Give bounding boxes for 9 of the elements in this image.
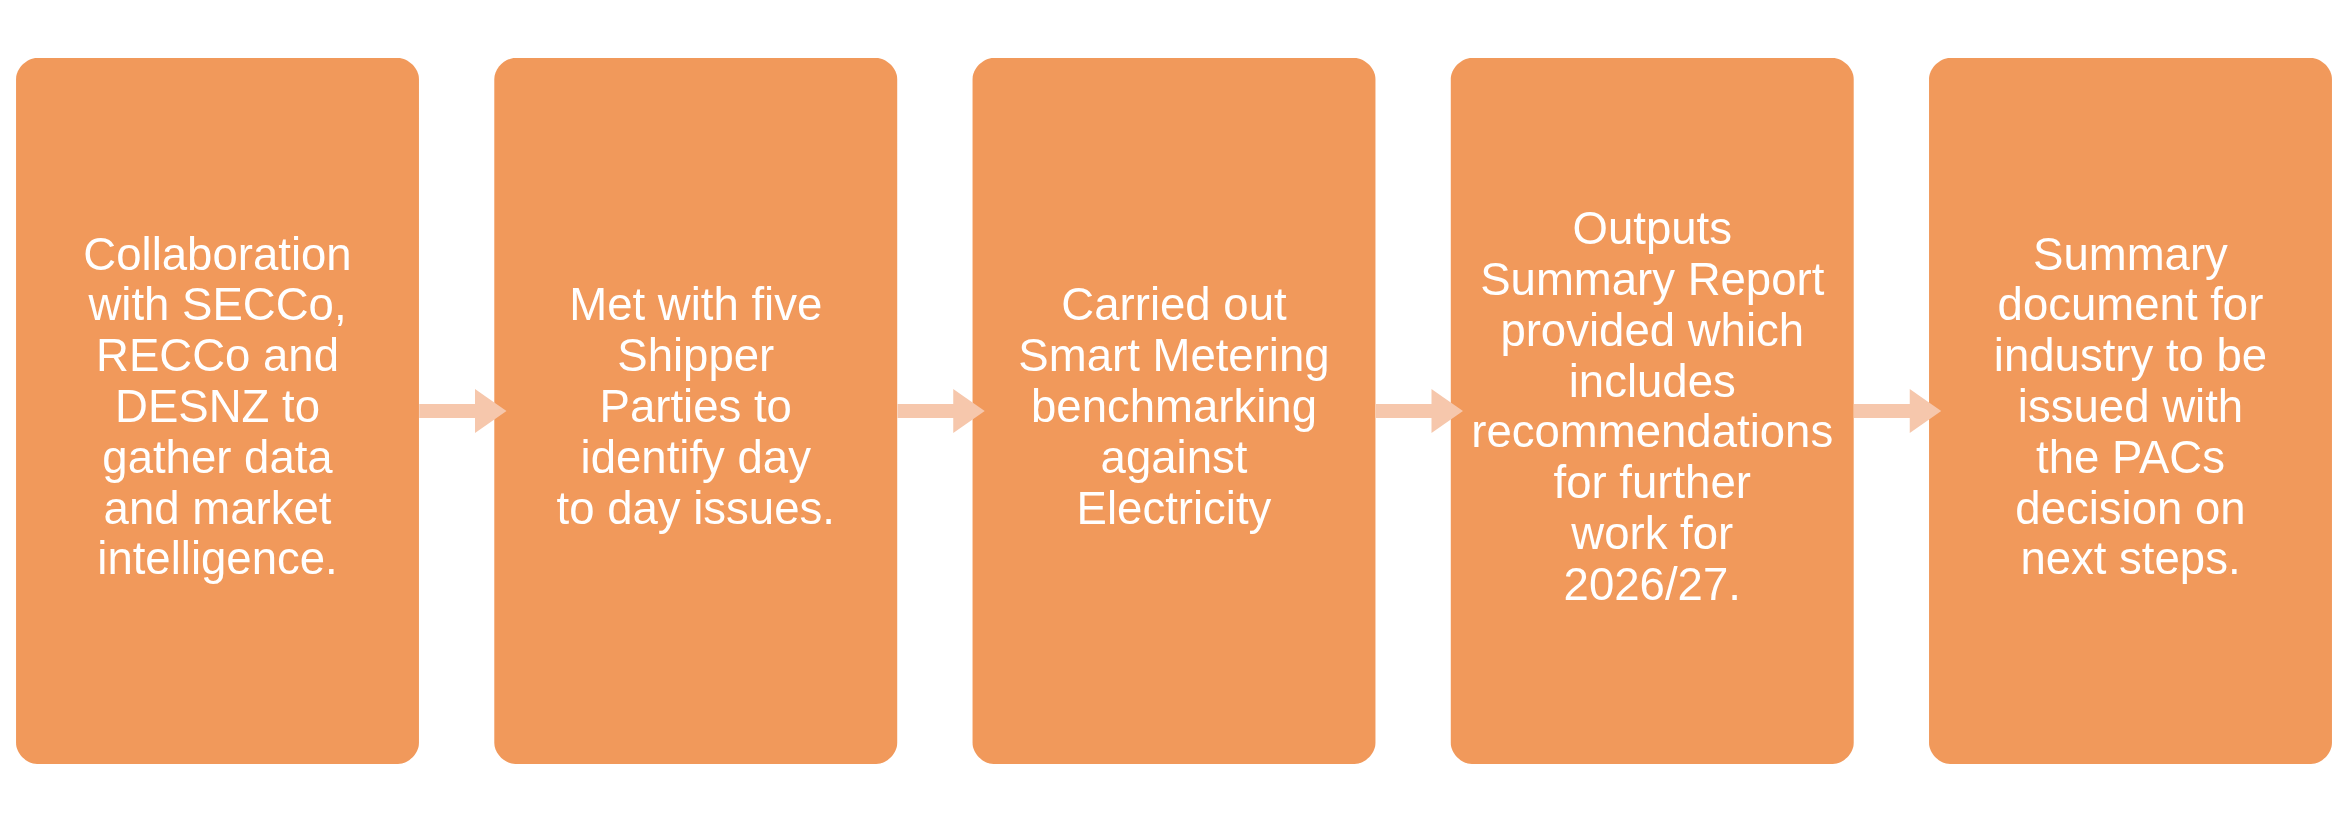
- arrow: [1853, 388, 1942, 433]
- node-box: Summary document for industry to be issued with the PACs decision on next steps.: [1929, 57, 2332, 764]
- node-box: Outputs Summary Report provided which includes recommendations for further work for 2026/27.: [1450, 57, 1854, 764]
- arrow: [1375, 388, 1463, 433]
- arrow: [897, 388, 985, 433]
- arrow: [419, 388, 507, 433]
- node-box: Met with five Shipper Parties to identify day to day issues.: [494, 57, 898, 764]
- node-box: Collaboration with SECCo, RECCo and DESNZ to gather data and market intelligence.: [16, 57, 419, 764]
- node-box: Carried out Smart Metering benchmarking against Electricity: [972, 57, 1376, 764]
